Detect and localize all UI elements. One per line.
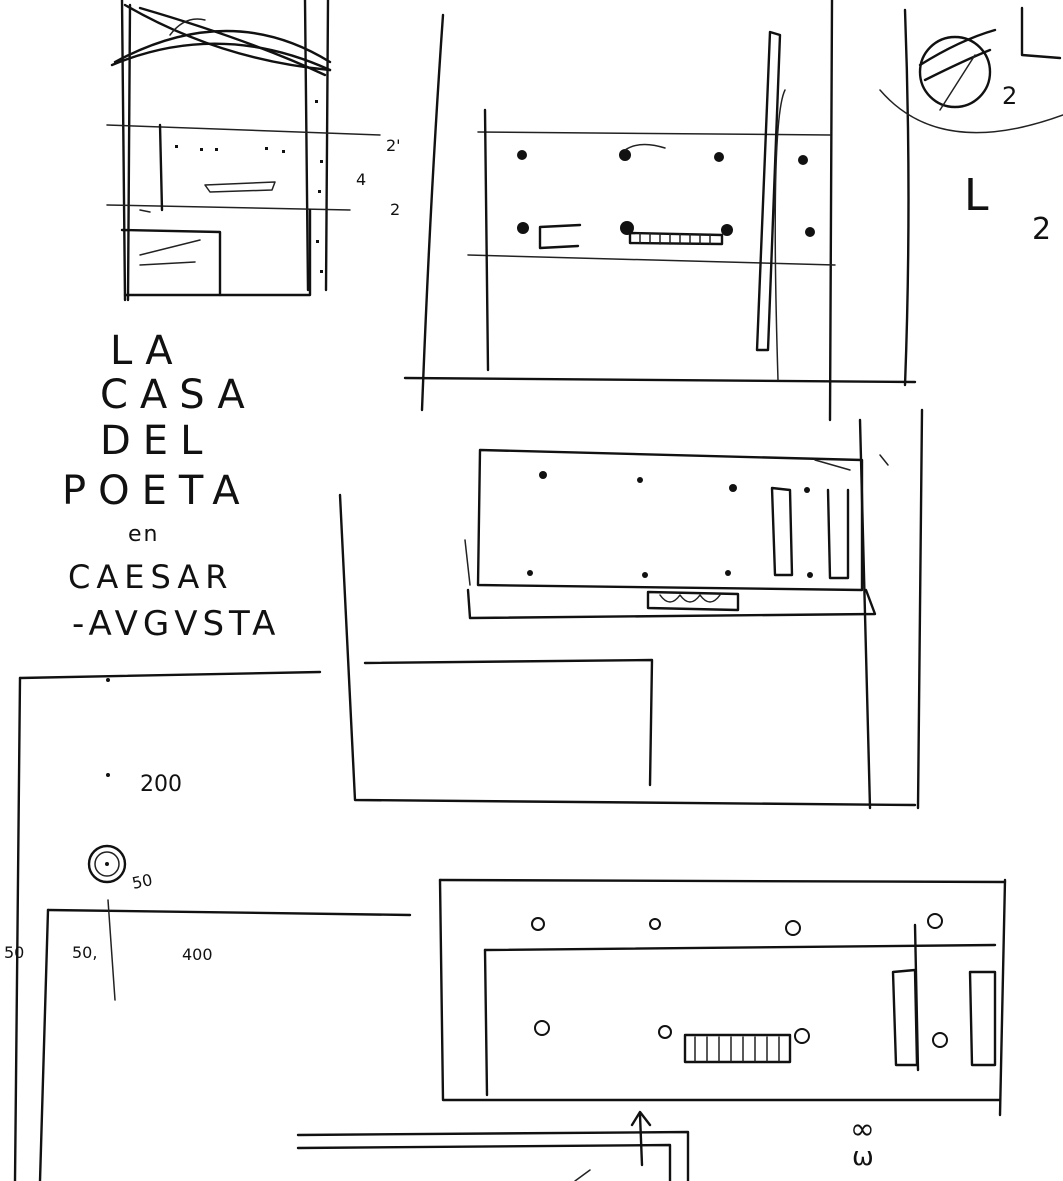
top-right-detail-sketch [879,6,1063,134]
dimension-400: 400 [182,945,213,964]
title-line-7: -AVGVSTA [72,604,281,644]
title-line-2: CASA [100,372,257,418]
section-mark-2: 4 [356,170,367,189]
section-mark-1: 2' [386,136,401,155]
lower-plan-sketch [296,878,1007,1181]
infinity-mark: ∞ [850,1112,875,1147]
level-mark-top-sub: 2 [1002,82,1018,110]
title-line-1: LA [110,328,185,374]
section-mark-3: 2 [390,200,401,219]
title-line-5: en [128,522,160,547]
level-mark-top: L [1045,10,1046,11]
middle-plan-sketch [338,408,924,810]
bottom-mark: ω [852,1142,874,1172]
left-plan-sketch [13,670,412,1181]
dimension-50-left: 50 [4,943,25,962]
top-left-section-sketch [106,0,381,302]
title-line-6: CAESAR [68,558,234,596]
title-line-4: POETA [62,468,252,514]
level-mark-right: L [964,170,989,221]
upper-plan-sketch [403,0,917,422]
title-line-3: DEL [100,418,215,464]
level-mark-right-sub: 2 [1032,212,1052,247]
dimension-50-mid: 50, [72,943,98,962]
dimension-200: 200 [140,772,182,797]
